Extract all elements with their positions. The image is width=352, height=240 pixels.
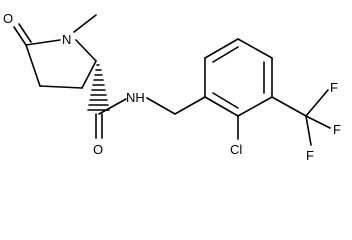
atom-o-lactam: O bbox=[3, 11, 13, 26]
bond-c3-c2 bbox=[81, 60, 97, 89]
lactam-carbonyl bbox=[13, 23, 32, 46]
trifluoromethyl-group bbox=[271, 89, 331, 146]
atom-f-right: F bbox=[333, 122, 341, 137]
bond-c3-c2 bbox=[237, 96, 273, 117]
bond-cf3-f-bottom bbox=[305, 115, 312, 146]
atom-f-top: F bbox=[330, 80, 338, 95]
bond-cf3-f-top bbox=[305, 89, 329, 117]
bond-cf3-f-right bbox=[305, 115, 331, 129]
bond-c5-c4 bbox=[25, 44, 41, 87]
benzene-ring bbox=[204, 38, 273, 117]
bond-c5-o-double bbox=[18, 23, 32, 43]
atom-cl: Cl bbox=[230, 142, 242, 157]
bond-inner-3 bbox=[212, 92, 239, 109]
atom-n-ring: N bbox=[62, 32, 71, 47]
bond-ring-cf3 bbox=[271, 96, 307, 117]
atom-nh-amide: NH bbox=[126, 90, 145, 105]
stereo-hash-bond bbox=[87, 64, 110, 111]
bond-c2-c1 bbox=[204, 96, 239, 117]
bond-co-n bbox=[98, 98, 127, 115]
atom-f-bottom: F bbox=[306, 148, 314, 163]
bond-inner-1 bbox=[212, 46, 239, 63]
bond-n-methyl bbox=[73, 14, 97, 33]
atom-o-amide: O bbox=[93, 142, 103, 157]
bond-n-ch2 bbox=[146, 97, 176, 115]
bond-ch2-ring bbox=[174, 96, 206, 115]
bond-c5-c4 bbox=[237, 38, 273, 59]
bond-n-c5 bbox=[25, 39, 61, 46]
bond-c2-n bbox=[75, 39, 97, 62]
pyrrolidinone-ring bbox=[25, 39, 97, 89]
amide-group bbox=[95, 98, 127, 139]
bond-c6-c5 bbox=[204, 38, 239, 59]
bond-c4-c3 bbox=[39, 85, 83, 89]
bond-c5-o bbox=[13, 26, 27, 46]
molecule-structure: O N NH O Cl F F F bbox=[3, 11, 341, 163]
